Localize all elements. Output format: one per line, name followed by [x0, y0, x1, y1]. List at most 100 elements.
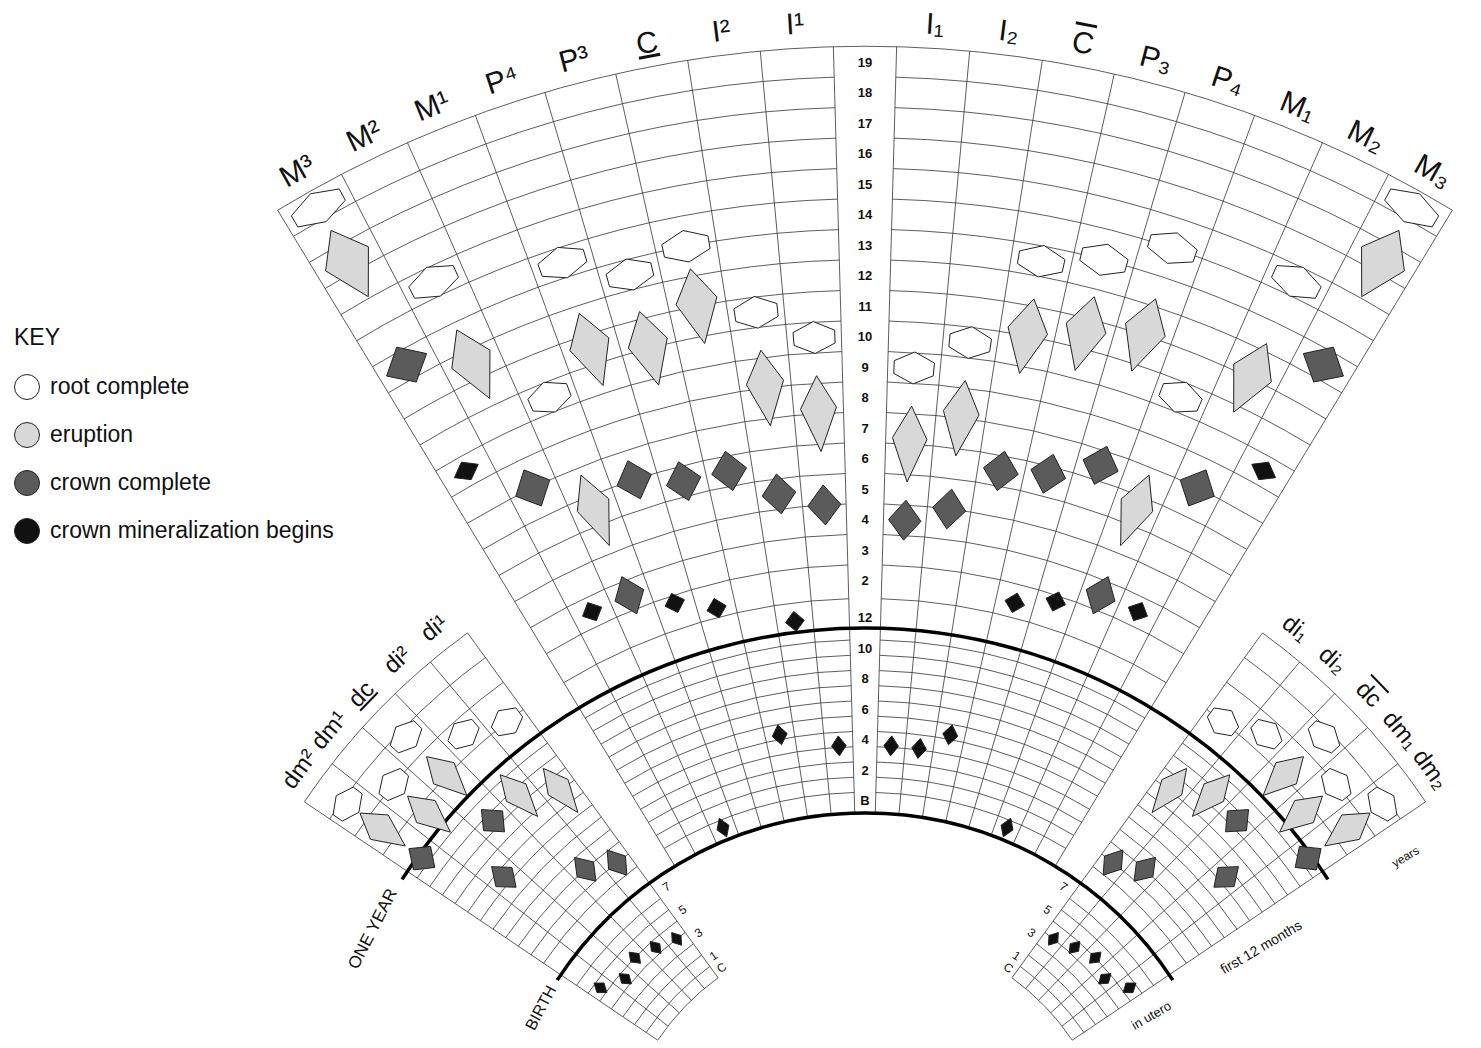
grid-line — [883, 535, 1199, 628]
grid-line — [1093, 866, 1187, 963]
tooth-label: P³ — [556, 41, 593, 78]
label-wrap: P₄ — [1208, 61, 1248, 100]
development-marker — [1103, 850, 1123, 875]
development-marker — [1234, 344, 1272, 413]
label-wrap: P³ — [556, 41, 593, 78]
development-marker — [1080, 244, 1128, 275]
development-marker — [746, 350, 783, 425]
development-marker — [1121, 475, 1153, 545]
milestone-arc — [402, 628, 1328, 879]
label-wrap: 8 — [860, 388, 869, 406]
development-marker — [607, 850, 627, 875]
tooth-label: I² — [710, 15, 732, 47]
label-wrap: M¹ — [410, 85, 454, 126]
grid-line — [833, 47, 854, 813]
development-marker — [448, 719, 479, 749]
label-wrap: M³ — [275, 149, 320, 192]
grid-line — [601, 671, 851, 745]
development-marker — [1046, 592, 1065, 611]
age-number: 15 — [857, 178, 873, 191]
label-wrap: 10 — [857, 639, 873, 657]
tooth-label: C — [1070, 26, 1097, 60]
utero-month-number: 7 — [661, 880, 673, 894]
label-wrap: 4 — [860, 510, 869, 528]
utero-month-number: 5 — [677, 903, 689, 917]
grid-line — [600, 921, 677, 1001]
scale-label: years — [1390, 844, 1421, 869]
development-marker — [884, 736, 899, 756]
development-marker — [734, 296, 778, 328]
age-number: 8 — [860, 391, 869, 404]
label-wrap: 7 — [860, 419, 869, 437]
development-marker — [949, 327, 992, 359]
age-number: 17 — [857, 117, 873, 130]
age-number: 4 — [860, 513, 869, 526]
development-marker — [617, 461, 651, 499]
label-wrap: 10 — [857, 327, 873, 345]
development-marker — [570, 313, 609, 385]
grid-line — [879, 671, 1129, 745]
key-swatch — [14, 374, 40, 400]
grid-line — [518, 842, 619, 946]
development-marker — [333, 787, 362, 821]
age-number: 19 — [857, 56, 873, 69]
key-text: crown complete — [50, 470, 211, 495]
label-wrap: 11 — [857, 297, 873, 315]
tooth-label: P₃ — [1137, 41, 1176, 78]
development-marker — [786, 611, 805, 631]
development-marker — [577, 475, 609, 545]
development-marker — [1099, 974, 1111, 984]
grid-line — [885, 474, 1231, 576]
age-number: 11 — [857, 300, 873, 313]
development-marker — [707, 599, 726, 618]
label-wrap: di² — [379, 642, 415, 678]
development-marker — [1152, 768, 1186, 812]
label-wrap: M₁ — [1276, 85, 1320, 126]
deciduous-tooth-label: dm₁ — [1379, 706, 1424, 753]
label-wrap: M₃ — [1409, 148, 1456, 192]
utero-month-number: C — [1001, 960, 1015, 975]
development-marker — [492, 867, 517, 888]
grid-line — [1039, 694, 1335, 1001]
key-swatch — [14, 470, 40, 496]
development-marker — [1134, 857, 1155, 881]
grid-line — [1262, 633, 1425, 802]
development-marker — [665, 593, 684, 612]
grid-line — [515, 504, 846, 602]
grid-line — [877, 762, 1082, 822]
label-wrap: dc — [344, 676, 379, 711]
grid-line — [633, 732, 853, 797]
age-number: 2 — [860, 574, 869, 587]
development-marker — [1263, 757, 1303, 796]
deciduous-tooth-label: di¹ — [416, 611, 452, 646]
grid-line — [616, 74, 785, 822]
milestone-arcs — [402, 628, 1328, 980]
development-marker — [1126, 299, 1166, 371]
grid-line — [878, 701, 1113, 770]
deciduous-tooth-label: dc — [1351, 676, 1386, 711]
grid-line — [876, 793, 1066, 849]
development-marker — [808, 485, 841, 525]
age-number: 10 — [857, 642, 873, 655]
development-marker — [1086, 577, 1115, 614]
key-heading: KEY — [14, 326, 60, 349]
tooth-label: I¹ — [785, 9, 805, 40]
grid-line — [395, 694, 691, 1001]
development-marker — [1048, 933, 1058, 946]
tooth-label: M³ — [275, 149, 320, 192]
grid-line — [588, 910, 669, 993]
grid-line — [878, 716, 1105, 783]
label-wrap: 4 — [860, 730, 869, 748]
grid-line — [896, 77, 1437, 236]
development-marker — [662, 231, 710, 262]
grid-line — [658, 978, 718, 1040]
label-wrap: 3 — [690, 923, 706, 942]
grid-line — [887, 382, 1278, 497]
development-marker — [1005, 593, 1024, 612]
development-marker — [772, 725, 787, 745]
development-marker — [538, 247, 587, 277]
development-marker — [1180, 470, 1214, 506]
development-marker — [650, 941, 661, 953]
scale-label: in utero — [1129, 999, 1173, 1032]
label-wrap: 5 — [1040, 900, 1056, 919]
